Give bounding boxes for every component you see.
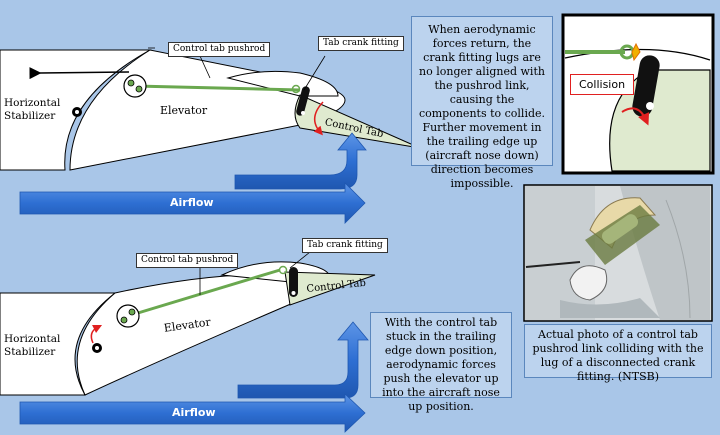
top-crank-fitting: [291, 84, 310, 116]
top-stabilizer-label: Horizontal Stabilizer: [4, 97, 61, 122]
top-pushrod-leader: [199, 55, 211, 79]
bottom-pushrod: [127, 268, 281, 318]
top-motion-arrow: [313, 101, 324, 136]
bottom-stabilizer-label: Horizontal Stabilizer: [4, 333, 61, 358]
top-elevator-label: Elevator: [160, 104, 208, 117]
top-pushrod-direction-arrow: [29, 67, 130, 80]
bottom-crank-label: Tab crank fitting: [302, 238, 388, 253]
top-airflow-arrow: [19, 182, 366, 224]
top-tab-fairing: [226, 70, 339, 97]
top-crank-label: Tab crank fitting: [318, 36, 404, 51]
bottom-airflow-label: Airflow: [172, 406, 216, 419]
ntsb-photo: [523, 184, 713, 322]
bottom-airflow-arrow: [19, 393, 366, 433]
bottom-crank-fitting: [278, 265, 298, 297]
top-pushrod-bellcrank: [123, 74, 147, 98]
bottom-elevator: [76, 273, 301, 396]
bottom-crank-leader: [289, 251, 311, 269]
top-pushrod-label: Control tab pushrod: [168, 42, 271, 57]
collision-label: Collision: [570, 74, 635, 95]
top-up-arrow: [234, 132, 367, 190]
photo-caption: Actual photo of a control tab pushrod li…: [524, 324, 712, 383]
bottom-control-tab: [284, 271, 376, 306]
bottom-pushrod-bellcrank: [116, 304, 140, 328]
bottom-pushrod-label: Control tab pushrod: [136, 253, 239, 268]
top-callout: When aerodynamic forces return, the cran…: [411, 16, 553, 190]
top-pushrod: [134, 84, 301, 92]
top-airflow-label: Airflow: [170, 196, 214, 209]
top-control-tab: [294, 94, 421, 149]
bottom-motion-arrow: [90, 324, 103, 344]
bottom-up-arrow: [237, 321, 369, 399]
top-crank-leader: [303, 55, 326, 91]
bottom-callout: With the control tab stuck in the traili…: [370, 312, 512, 413]
